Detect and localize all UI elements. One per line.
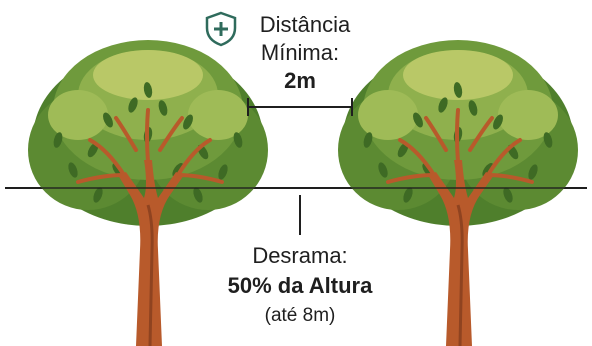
distance-label-line2: Mínima: — [260, 40, 340, 65]
pruning-note: (até 8m) — [264, 305, 336, 326]
shield-plus-icon — [205, 11, 237, 47]
tree-right — [336, 38, 580, 346]
tree-left — [26, 38, 270, 346]
distance-dimension — [247, 98, 353, 116]
pruning-title: Desrama: — [252, 243, 348, 268]
pruning-value: 50% da Altura — [227, 273, 373, 298]
distance-label-line1: Distância — [259, 12, 351, 37]
distance-value: 2m — [284, 68, 316, 93]
